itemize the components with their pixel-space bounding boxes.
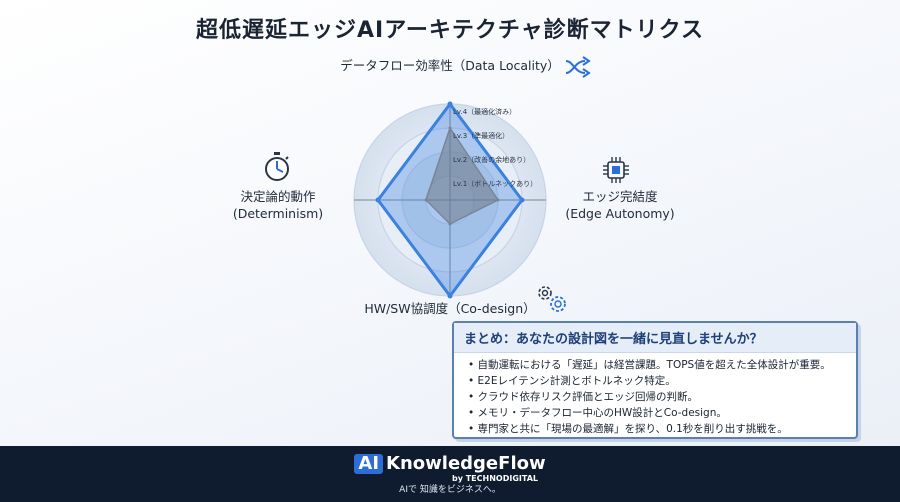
axis-label-edge-autonomy-jp: エッジ完結度 <box>582 189 658 204</box>
summary-box: まとめ：あなたの設計図を一緒に見直しませんか？ 自動運転における「遅延」は経営課… <box>452 321 858 439</box>
radar-point <box>448 126 452 130</box>
radar-point <box>447 101 453 107</box>
level-label: Lv.3（準最適化） <box>453 131 509 140</box>
radar-point <box>448 222 452 226</box>
level-label: Lv.2（改善の余地あり） <box>453 155 530 164</box>
axis-label-edge-autonomy-en: (Edge Autonomy) <box>565 206 675 221</box>
radar-chart: Lv.1（ボトルネックあり） Lv.2（改善の余地あり） Lv.3（準最適化） Lv.… <box>353 101 547 299</box>
axis-label-determinism-en: (Determinism) <box>232 206 324 221</box>
summary-item: メモリ・データフロー中心のHW設計とCo-design。 <box>468 405 856 421</box>
radar-point <box>496 198 500 202</box>
radar-point <box>447 293 453 299</box>
axis-label-co-design: HW/SW協調度（Co-design） <box>364 301 536 316</box>
axis-label-data-locality: データフロー効率性（Data Locality） <box>340 58 560 73</box>
summary-title: まとめ：あなたの設計図を一緒に見直しませんか？ <box>454 323 856 353</box>
radar-point <box>375 197 381 203</box>
axis-label-determinism-jp: 決定論的動作 <box>240 189 316 204</box>
gears-icon <box>538 286 566 312</box>
level-labels: Lv.1（ボトルネックあり） Lv.2（改善の余地あり） Lv.3（準最適化） Lv.… <box>453 107 537 188</box>
stopwatch-icon <box>265 152 289 181</box>
brand-name: KnowledgeFlow <box>386 453 546 474</box>
level-label: Lv.4（最適化済み） <box>453 107 516 116</box>
axis-label-determinism: 決定論的動作 (Determinism) <box>218 188 338 222</box>
data-flow-arrows-icon <box>565 56 591 78</box>
level-label: Lv.1（ボトルネックあり） <box>453 180 537 188</box>
brand-byline: by TECHNODIGITAL <box>452 474 538 483</box>
axis-label-edge-autonomy: エッジ完結度 (Edge Autonomy) <box>555 188 685 222</box>
radar-point <box>519 197 525 203</box>
summary-item: 専門家と共に「現場の最適解」を探り、0.1秒を削り出す挑戦を。 <box>468 421 856 437</box>
page-title: 超低遅延エッジAIアーキテクチャ診断マトリクス <box>195 18 704 43</box>
brand-badge: AI <box>354 454 384 474</box>
chip-icon <box>603 157 629 183</box>
summary-item: クラウド依存リスク評価とエッジ回帰の判断。 <box>468 389 856 405</box>
radar-point <box>424 198 428 202</box>
summary-list: 自動運転における「遅延」は経営課題。TOPS値を超えた全体設計が重要。 E2Eレ… <box>454 357 856 437</box>
radar-series <box>375 101 525 299</box>
summary-item: E2Eレイテンシ計測とボトルネック特定。 <box>468 373 856 389</box>
summary-item: 自動運転における「遅延」は経営課題。TOPS値を超えた全体設計が重要。 <box>468 357 856 373</box>
brand-tagline: AIで 知識をビジネスへ。 <box>399 485 501 495</box>
